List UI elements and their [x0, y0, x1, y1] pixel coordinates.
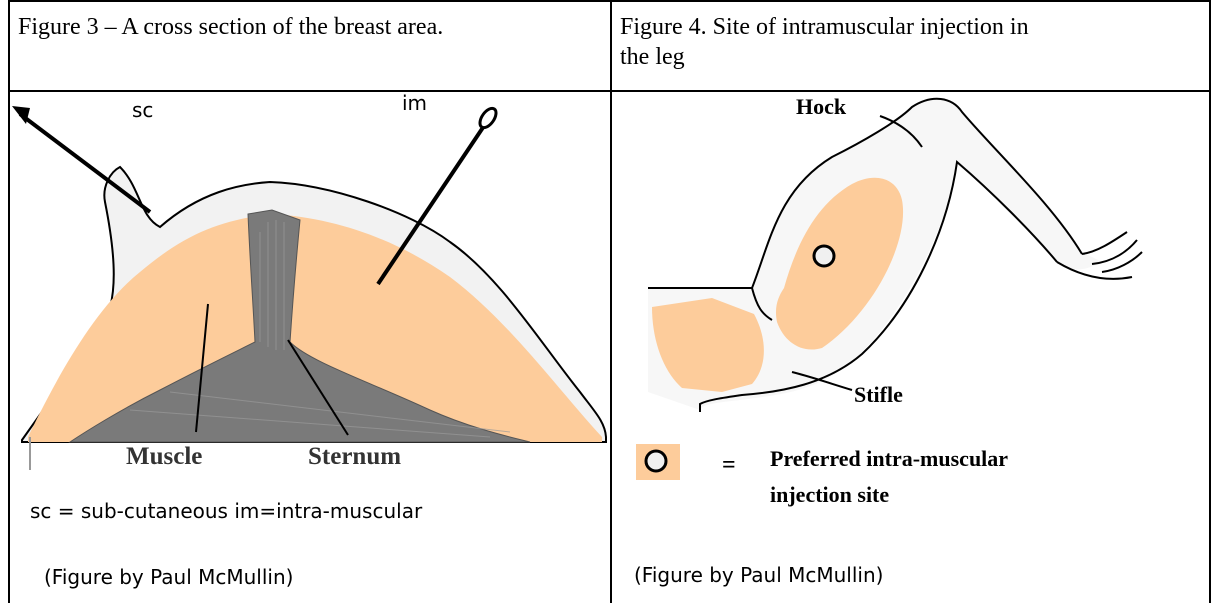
- figure3-legend: sc = sub-cutaneous im=intra-muscular: [30, 499, 423, 523]
- sc-needle-icon: [12, 106, 150, 212]
- leg-injection-figure: Hock Stifle = Preferred intra-muscular i…: [612, 92, 1209, 603]
- figure3-credit: (Figure by Paul McMullin): [44, 565, 293, 589]
- label-sc: sc: [132, 98, 153, 122]
- label-hock: Hock: [796, 94, 847, 119]
- legend-line1: Preferred intra-muscular: [770, 446, 1008, 471]
- table-border-right: [1209, 0, 1211, 603]
- label-stifle: Stifle: [854, 382, 903, 407]
- figure-table: Figure 3 – A cross section of the breast…: [8, 0, 1211, 603]
- right-caption-line1: Figure 4. Site of intramuscular injectio…: [620, 12, 1205, 42]
- figure3-cell: sc im Muscle Sternum sc = sub-cutaneous …: [10, 92, 610, 603]
- label-im: im: [402, 92, 427, 115]
- figure4-cell: Hock Stifle = Preferred intra-muscular i…: [612, 92, 1209, 603]
- label-sternum: Sternum: [308, 443, 401, 470]
- injection-site-marker: [814, 246, 834, 266]
- legend-line2: injection site: [770, 482, 889, 507]
- legend-equals: =: [722, 452, 736, 478]
- right-caption-line2: the leg: [620, 42, 1205, 72]
- breast-cross-section-figure: sc im Muscle Sternum sc = sub-cutaneous …: [10, 92, 610, 603]
- left-caption: Figure 3 – A cross section of the breast…: [18, 12, 603, 42]
- label-muscle: Muscle: [126, 443, 202, 470]
- figure4-credit: (Figure by Paul McMullin): [634, 563, 883, 587]
- legend-circle-icon: [646, 451, 666, 471]
